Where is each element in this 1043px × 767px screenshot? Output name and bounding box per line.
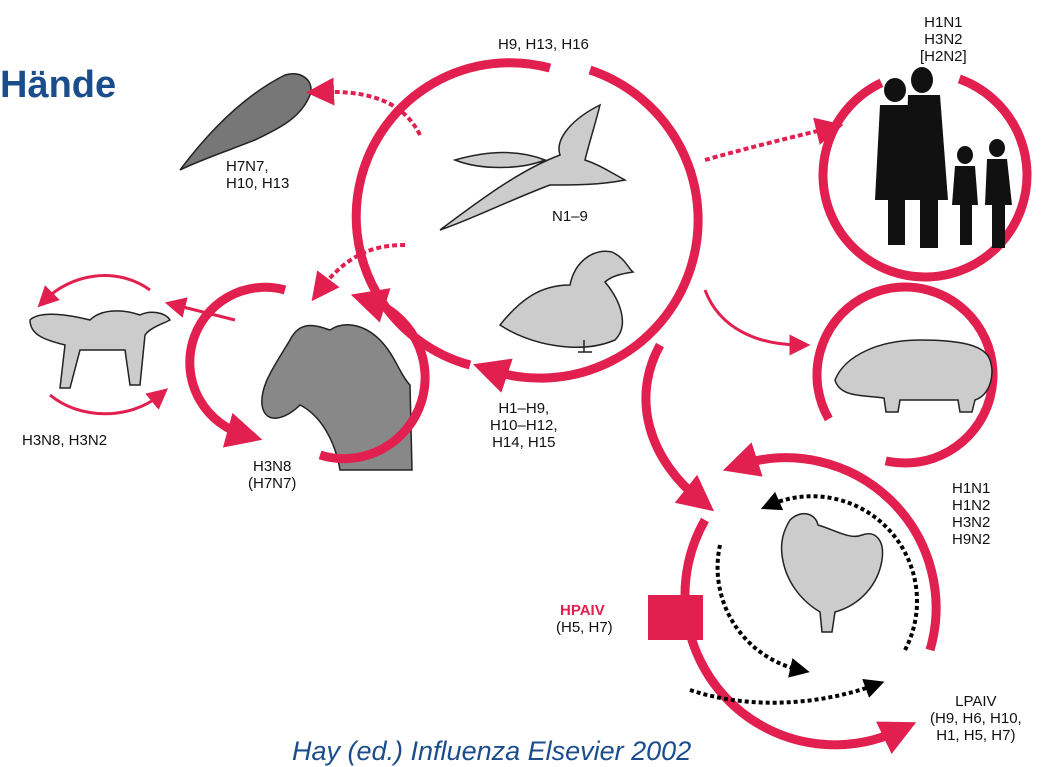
seal-label: H7N7, H10, H13 <box>226 158 289 192</box>
pig-icon <box>835 340 992 412</box>
dog-cycle-arc-bottom <box>50 395 160 414</box>
chicken-icon <box>782 514 883 632</box>
citation-footer: Hay (ed.) Influenza Elsevier 2002 <box>292 736 691 767</box>
birds-to-poultry-arrow <box>646 345 700 500</box>
gull-icon <box>440 105 625 230</box>
wild-bird-middle-label: N1–9 <box>552 208 588 225</box>
dog-cycle-arc-top <box>45 276 150 300</box>
wild-bird-bottom-label: H1–H9, H10–H12, H14, H15 <box>490 400 558 451</box>
lpaiv-label: LPAIV (H9, H6, H10, H1, H5, H7) <box>930 693 1022 744</box>
hpaiv-box <box>648 595 703 640</box>
duck-icon <box>500 251 633 347</box>
human-label: H1N1 H3N2 [H2N2] <box>920 14 967 65</box>
horse-label: H3N8 (H7N7) <box>248 458 296 492</box>
seal-icon <box>180 74 311 170</box>
wild-bird-top-label: H9, H13, H16 <box>498 36 589 53</box>
birds-to-humans-arrow <box>705 128 830 160</box>
hpaiv-subtypes: (H5, H7) <box>556 619 613 636</box>
pig-poultry-subtype-label: H1N1 H1N2 H3N2 H9N2 <box>952 480 990 548</box>
dog-label: H3N8, H3N2 <box>22 432 107 449</box>
hpaiv-title: HPAIV <box>560 602 605 619</box>
dog-icon <box>30 311 170 388</box>
birds-to-pigs-arrow <box>705 290 800 345</box>
